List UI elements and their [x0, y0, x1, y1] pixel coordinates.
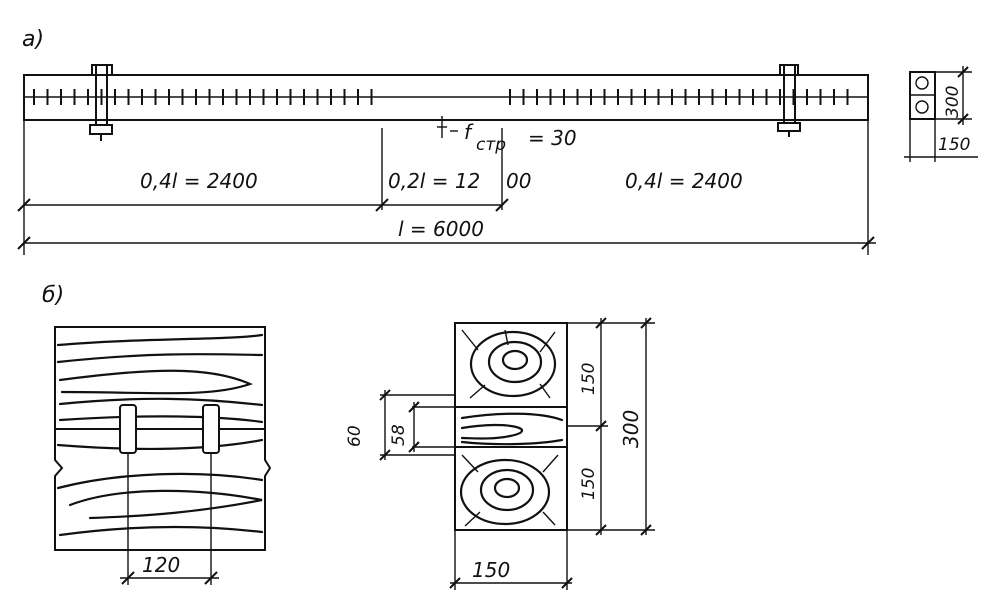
dowel-marks	[33, 89, 849, 105]
dim-left-segment: 0,4l = 2400	[140, 169, 258, 193]
dowel-spacing-label: 120	[142, 553, 180, 577]
span-dimensions: 0,4l = 2400 0,2l = 12 00 0,4l = 2400 l =…	[17, 120, 876, 255]
dim-150-bottom-label: 150	[579, 468, 599, 500]
dim-60-label: 60	[345, 425, 365, 447]
part-b-label: б)	[42, 283, 64, 308]
section-height-label: 300	[943, 86, 963, 118]
deflection-symbol: f	[464, 120, 474, 144]
beam-elevation	[23, 64, 869, 141]
deflection-value: = 30	[528, 126, 577, 150]
deflection-subscript: стр	[476, 135, 506, 155]
bolt-left	[89, 64, 113, 141]
joint-side-view: 120	[54, 326, 272, 585]
deflection-callout: f стр = 30	[437, 116, 577, 155]
bolt-right	[777, 64, 801, 137]
section-width-label: 150	[938, 135, 970, 155]
dim-middle-segment-b: 00	[506, 169, 531, 193]
dim-middle-segment-a: 0,2l = 12	[388, 169, 480, 193]
joint-end-section: 60 58 150 150 300 150	[345, 317, 655, 590]
dim-300-label: 300	[619, 410, 643, 448]
dim-right-segment: 0,4l = 2400	[625, 169, 743, 193]
part-a-label: а)	[22, 27, 44, 52]
dim-150-width-label: 150	[472, 558, 510, 582]
section-thumbnail: 300 150	[904, 66, 978, 162]
dim-58-label: 58	[389, 424, 409, 446]
dim-total-span: l = 6000	[398, 217, 484, 241]
dim-150-top-label: 150	[579, 363, 599, 395]
